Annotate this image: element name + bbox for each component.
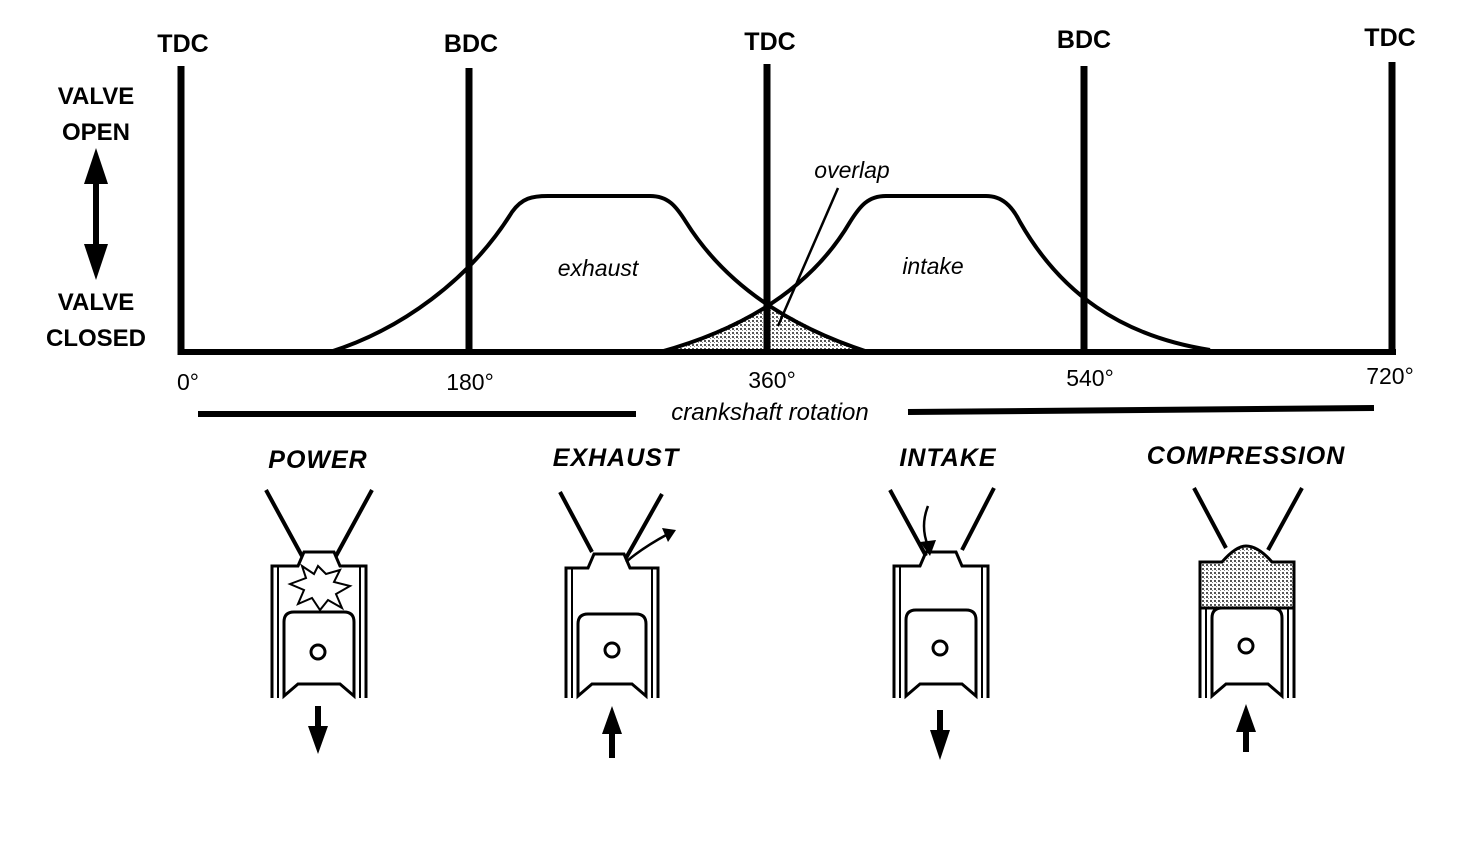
explosion-icon bbox=[287, 563, 353, 612]
rotation-bar-right bbox=[907, 405, 1375, 415]
overlap-pointer-line bbox=[776, 187, 840, 327]
marker-label-bdc-180: BDC bbox=[444, 30, 498, 58]
valve-open-label-line2: OPEN bbox=[62, 119, 130, 146]
tick-label-720: 720° bbox=[1366, 363, 1414, 389]
marker-label-bdc-540: BDC bbox=[1057, 26, 1111, 54]
tick-label-0: 0° bbox=[177, 369, 199, 395]
valve-closed-label-line1: VALVE bbox=[58, 289, 134, 316]
valve-closed-label-line2: CLOSED bbox=[46, 325, 146, 352]
stroke-label-intake: INTAKE bbox=[899, 444, 997, 472]
stroke-label-power: POWER bbox=[268, 446, 367, 474]
stroke-label-compression: COMPRESSION bbox=[1147, 442, 1346, 470]
stroke-label-exhaust: EXHAUST bbox=[553, 444, 681, 472]
arrow-down-icon bbox=[930, 710, 950, 760]
intake-valve-curve bbox=[659, 194, 1211, 354]
exhaust-flow-arrow-icon bbox=[625, 532, 669, 563]
cylinder-power bbox=[264, 489, 374, 754]
cylinder-intake bbox=[888, 487, 996, 760]
marker-label-tdc-0: TDC bbox=[157, 30, 208, 58]
exhaust-curve-label: exhaust bbox=[558, 255, 640, 281]
tick-label-360: 360° bbox=[748, 367, 796, 393]
valve-open-label-line1: VALVE bbox=[58, 83, 134, 110]
marker-label-tdc-360: TDC bbox=[744, 28, 795, 56]
cylinder-compression bbox=[1192, 487, 1304, 752]
marker-label-tdc-720: TDC bbox=[1364, 24, 1415, 52]
double-arrow-icon bbox=[84, 148, 108, 280]
tick-label-540: 540° bbox=[1066, 365, 1114, 391]
arrow-up-icon bbox=[1236, 704, 1256, 752]
tick-label-180: 180° bbox=[446, 369, 494, 395]
intake-flow-arrow-icon bbox=[922, 505, 930, 547]
intake-curve-label: intake bbox=[902, 253, 963, 279]
overlap-label: overlap bbox=[814, 157, 890, 183]
arrow-up-icon bbox=[602, 706, 622, 758]
compressed-charge-region bbox=[1198, 544, 1296, 610]
cylinder-exhaust bbox=[558, 491, 676, 758]
crankshaft-rotation-label: crankshaft rotation bbox=[671, 399, 868, 426]
arrow-down-icon bbox=[308, 706, 328, 754]
exhaust-valve-curve bbox=[329, 194, 869, 354]
